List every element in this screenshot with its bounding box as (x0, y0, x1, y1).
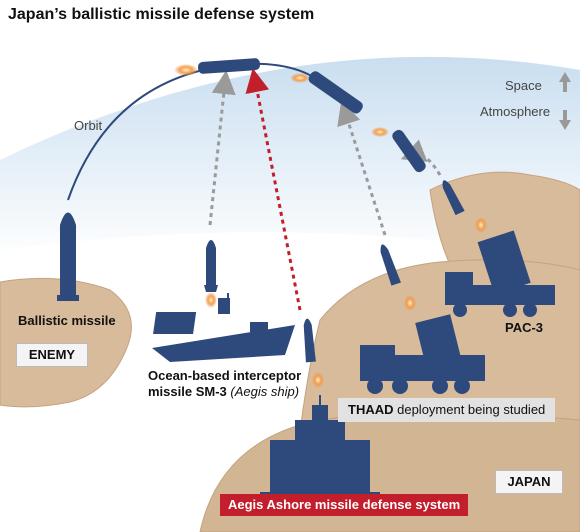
thaad-label: THAAD deployment being studied (338, 398, 556, 422)
thaad-path (337, 100, 387, 236)
pac3-launcher-icon (445, 230, 555, 317)
thaad-label-rest: deployment being studied (393, 402, 546, 417)
orbit-label: Orbit (74, 118, 103, 133)
space-label: Space (505, 78, 542, 93)
atmosphere-label: Atmosphere (480, 104, 551, 119)
arrow-down-stem (563, 110, 567, 120)
sm3-interceptor-icon (204, 240, 218, 308)
pac3-interceptor-icon (442, 180, 487, 233)
arrow-down-icon (559, 120, 571, 130)
arrow-up-stem (563, 82, 567, 92)
page-title: Japan’s ballistic missile defense system (8, 6, 315, 23)
ballistic-missile-icon (57, 212, 79, 301)
sm3-label-line2: missile SM-3 (Aegis ship) (148, 384, 299, 399)
aegis-ashore-path (245, 68, 302, 311)
orbit-missile-icon (174, 58, 261, 76)
arrow-up-icon (559, 72, 571, 82)
thaad-launcher-icon (360, 314, 485, 394)
enemy-box: ENEMY (16, 343, 88, 367)
thaad-label-bold: THAAD (348, 402, 394, 417)
pac3-label: PAC-3 (505, 320, 544, 335)
sm3-label-line1: Ocean-based interceptor (148, 368, 302, 383)
descending-missile-1-icon (290, 71, 363, 114)
japan-box: JAPAN (495, 470, 563, 494)
descending-missile-2-icon (371, 127, 426, 173)
sm3-label-note: (Aegis ship) (230, 384, 300, 399)
aegis-ship-icon (152, 293, 295, 362)
aegis-ashore-interceptor-icon (303, 318, 324, 388)
thaad-interceptor-icon (380, 244, 416, 311)
sm3-label-text: missile SM-3 (148, 384, 227, 399)
aegis-ashore-label: Aegis Ashore missile defense system (220, 494, 469, 516)
ballistic-missile-label: Ballistic missile (18, 313, 116, 328)
